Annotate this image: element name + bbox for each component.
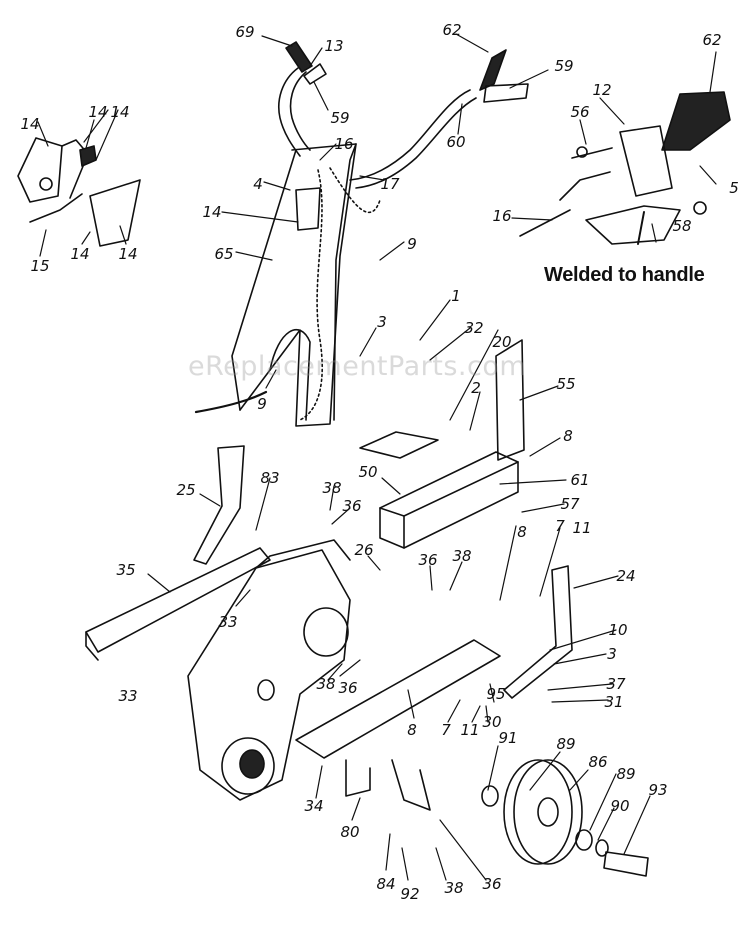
- part-label: 57: [560, 495, 580, 513]
- part-label: 59: [330, 109, 350, 127]
- part-label: 84: [376, 875, 396, 893]
- part-label: 83: [260, 469, 280, 487]
- part-label: 11: [572, 519, 592, 537]
- part-label: 8: [563, 427, 573, 445]
- part-label: 62: [442, 21, 462, 39]
- mounting-plate: [359, 431, 439, 459]
- part-label: 91: [498, 729, 518, 747]
- part-label: 26: [354, 541, 374, 559]
- part-label: 36: [342, 497, 362, 515]
- part-label: 14: [70, 245, 90, 263]
- part-label: 30: [482, 713, 502, 731]
- part-label: 35: [116, 561, 136, 579]
- part-label: 3: [377, 313, 387, 331]
- part-label: 95: [486, 685, 506, 703]
- part-label: 8: [517, 523, 527, 541]
- part-label: 14: [110, 103, 130, 121]
- part-label: 33: [118, 687, 138, 705]
- part-label: 61: [570, 471, 590, 489]
- inset-lever-assembly: [519, 91, 731, 245]
- inset-control-bracket: [17, 137, 141, 247]
- gear-housing: [187, 539, 351, 801]
- part-label: 14: [20, 115, 40, 133]
- part-label: 24: [616, 567, 636, 585]
- part-label: 34: [304, 797, 324, 815]
- part-label: 16: [492, 207, 512, 225]
- part-label: 38: [322, 479, 342, 497]
- part-label: 36: [338, 679, 358, 697]
- part-label: 37: [606, 675, 626, 693]
- side-bracket-left: [193, 445, 245, 565]
- part-label: 90: [610, 797, 630, 815]
- part-label: 50: [358, 463, 378, 481]
- part-label: 8: [407, 721, 417, 739]
- part-label: 56: [570, 103, 590, 121]
- part-label: 14: [202, 203, 222, 221]
- part-label: 36: [418, 551, 438, 569]
- part-label: 7: [441, 721, 451, 739]
- part-label: 25: [176, 481, 196, 499]
- part-label: 17: [380, 175, 400, 193]
- part-label: 14: [118, 245, 138, 263]
- part-label: 9: [407, 235, 417, 253]
- part-label: 62: [702, 31, 722, 49]
- part-label: 13: [324, 37, 344, 55]
- part-label: 32: [464, 319, 484, 337]
- part-label: 15: [30, 257, 50, 275]
- part-label: 3: [607, 645, 617, 663]
- part-label: 59: [554, 57, 574, 75]
- part-label: 55: [556, 375, 576, 393]
- part-label: 12: [592, 81, 612, 99]
- caption-welded-to-handle: Welded to handle: [544, 264, 705, 286]
- part-label: 5: [729, 179, 739, 197]
- part-label: 1: [451, 287, 461, 305]
- part-label: 92: [400, 885, 420, 903]
- part-label: 38: [452, 547, 472, 565]
- part-label: 69: [235, 23, 255, 41]
- handlebar: [278, 41, 529, 189]
- part-label: 89: [616, 765, 636, 783]
- part-label: 14: [88, 103, 108, 121]
- skid-frame: [295, 639, 501, 811]
- depth-bar: [85, 547, 271, 661]
- part-label: 10: [608, 621, 628, 639]
- part-label: 16: [334, 135, 354, 153]
- part-label: 86: [588, 753, 608, 771]
- part-label: 58: [672, 217, 692, 235]
- wheel: [481, 759, 649, 877]
- part-label: 20: [492, 333, 512, 351]
- handle-tube: [231, 143, 357, 427]
- part-label: 36: [482, 875, 502, 893]
- part-label: 7: [555, 517, 565, 535]
- part-label: 89: [556, 735, 576, 753]
- part-label: 4: [253, 175, 263, 193]
- leader-lines: [37, 33, 717, 881]
- side-bracket-right: [503, 565, 573, 699]
- part-label: 93: [648, 781, 668, 799]
- part-label: 38: [316, 675, 336, 693]
- part-label: 2: [471, 379, 481, 397]
- part-label: 11: [460, 721, 480, 739]
- frame-tube: [379, 339, 525, 549]
- part-label: 80: [340, 823, 360, 841]
- part-label: 33: [218, 613, 238, 631]
- part-label: 60: [446, 133, 466, 151]
- part-label: 31: [604, 693, 624, 711]
- part-label: 9: [257, 395, 267, 413]
- watermark: eReplacementParts.com: [188, 351, 527, 382]
- part-label: 38: [444, 879, 464, 897]
- part-label: 65: [214, 245, 234, 263]
